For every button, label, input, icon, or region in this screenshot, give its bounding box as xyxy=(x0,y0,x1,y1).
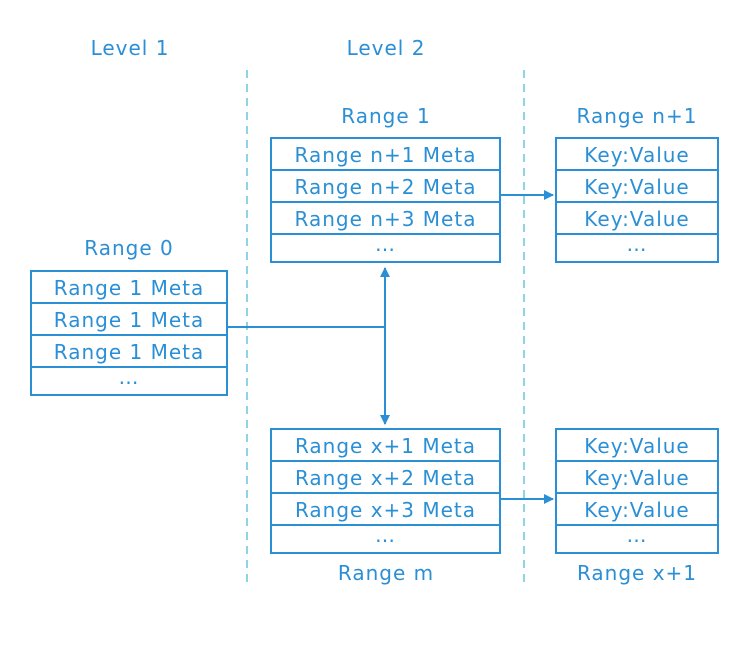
rangex1-box: Key:Value Key:Value Key:Value … xyxy=(555,428,719,554)
range1-row-1: Range n+1 Meta xyxy=(272,139,499,171)
rangem-row-1: Range x+1 Meta xyxy=(272,430,499,462)
rangen1-row-1: Key:Value xyxy=(557,139,717,171)
rangex1-title: Range x+1 xyxy=(576,561,698,585)
rangen1-row-ellipsis: … xyxy=(626,235,648,256)
rangen1-row-2: Key:Value xyxy=(557,171,717,203)
range0-row-2: Range 1 Meta xyxy=(32,304,226,336)
rangen1-title: Range n+1 xyxy=(576,104,698,128)
range0-row-3: Range 1 Meta xyxy=(32,336,226,368)
range1-row-3: Range n+3 Meta xyxy=(272,203,499,235)
range1-title: Range 1 xyxy=(341,104,431,128)
rangex1-row-2: Key:Value xyxy=(557,462,717,494)
range1-box: Range n+1 Meta Range n+2 Meta Range n+3 … xyxy=(270,137,501,263)
rangex1-row-ellipsis: … xyxy=(626,526,648,547)
level-1-label: Level 1 xyxy=(90,36,170,60)
rangem-box: Range x+1 Meta Range x+2 Meta Range x+3 … xyxy=(270,428,501,554)
range0-row-ellipsis: … xyxy=(118,368,140,389)
range0-row-1: Range 1 Meta xyxy=(32,272,226,304)
range0-title: Range 0 xyxy=(84,236,174,260)
rangem-row-ellipsis: … xyxy=(375,526,396,547)
rangem-row-2: Range x+2 Meta xyxy=(272,462,499,494)
range1-row-2: Range n+2 Meta xyxy=(272,171,499,203)
level-2-label: Level 2 xyxy=(346,36,426,60)
rangex1-row-1: Key:Value xyxy=(557,430,717,462)
rangex1-row-3: Key:Value xyxy=(557,494,717,526)
range0-box: Range 1 Meta Range 1 Meta Range 1 Meta … xyxy=(30,270,228,396)
rangem-row-3: Range x+3 Meta xyxy=(272,494,499,526)
rangem-title: Range m xyxy=(337,561,435,585)
range1-row-ellipsis: … xyxy=(375,235,396,256)
rangen1-row-3: Key:Value xyxy=(557,203,717,235)
rangen1-box: Key:Value Key:Value Key:Value … xyxy=(555,137,719,263)
